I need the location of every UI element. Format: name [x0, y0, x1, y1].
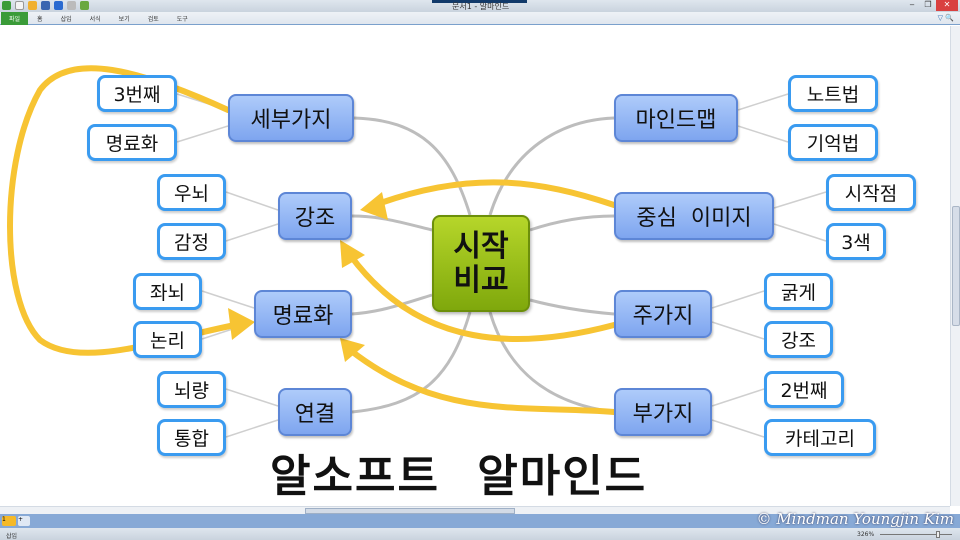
tab-review[interactable]: 검토: [147, 15, 159, 23]
main-topic[interactable]: 주가지: [614, 290, 712, 338]
connector: [529, 214, 615, 232]
arrow-path: [347, 347, 617, 415]
close-button[interactable]: ✕: [936, 0, 958, 11]
status-bar: 삽입 326%: [0, 528, 960, 540]
arrow-path: [347, 252, 617, 343]
main-topic[interactable]: 세부가지: [228, 94, 354, 142]
connector: [351, 293, 433, 316]
tab-format[interactable]: 서식: [89, 15, 101, 23]
tab-view[interactable]: 보기: [118, 15, 130, 23]
app-icon: [2, 1, 11, 10]
horizontal-scrollbar[interactable]: [0, 506, 950, 514]
main-topic[interactable]: 부가지: [614, 388, 712, 436]
title-highlight: [432, 0, 527, 3]
title-bar: 문서1 - 알마인드 ‒ ❐ ✕: [0, 0, 960, 12]
undo-icon[interactable]: [54, 1, 63, 10]
scroll-thumb[interactable]: [952, 206, 960, 326]
tab-file[interactable]: 파일: [1, 11, 29, 25]
restore-button[interactable]: ❐: [924, 0, 932, 9]
sheet-tabs: 1 +: [0, 514, 960, 528]
subtopic[interactable]: 카테고리: [764, 419, 876, 456]
subtopic[interactable]: 강조: [764, 321, 833, 358]
subtopic[interactable]: 통합: [157, 419, 226, 456]
minimize-button[interactable]: ‒: [909, 0, 915, 9]
map-title-text: 알소프트 알마인드: [270, 451, 648, 502]
subtopic[interactable]: 시작점: [826, 174, 916, 211]
scroll-thumb[interactable]: [305, 508, 515, 514]
vertical-scrollbar[interactable]: [950, 26, 960, 506]
subtopic[interactable]: 뇌량: [157, 371, 226, 408]
arrow-path: [7, 65, 238, 356]
arrow-path: [372, 179, 617, 208]
save-icon[interactable]: [41, 1, 50, 10]
subtopic[interactable]: 굵게: [764, 273, 833, 310]
subtopic[interactable]: 기억법: [788, 124, 878, 161]
tab-home[interactable]: 홈: [37, 15, 43, 23]
connector: [351, 214, 433, 232]
subtopic[interactable]: 우뇌: [157, 174, 226, 211]
main-topic[interactable]: 중심 이미지: [614, 192, 774, 240]
arrowhead: [340, 240, 365, 268]
main-topic[interactable]: 명료화: [254, 290, 352, 338]
connector: [488, 116, 615, 216]
connectors: [7, 65, 827, 438]
search-icon[interactable]: ▽ 🔍: [937, 14, 954, 22]
subtopic[interactable]: 명료화: [87, 124, 177, 161]
add-sheet-icon[interactable]: +: [18, 516, 30, 526]
new-icon[interactable]: [15, 1, 24, 10]
arrowhead: [340, 338, 365, 362]
subtopic[interactable]: 좌뇌: [133, 273, 202, 310]
zoom-handle[interactable]: [936, 531, 940, 538]
subtopic[interactable]: 노트법: [788, 75, 878, 112]
ribbon-tabs: 파일 홈 삽입 서식 보기 검토 도구 ▽ 🔍: [0, 11, 960, 25]
open-icon[interactable]: [28, 1, 37, 10]
watermark: © Mindman Youngjin Kim: [756, 510, 954, 528]
connector: [353, 116, 472, 216]
redo-icon[interactable]: [67, 1, 76, 10]
connector: [529, 298, 615, 316]
subtopic[interactable]: 3색: [826, 223, 886, 260]
arrowhead: [360, 192, 388, 220]
input-mode: 삽입: [6, 533, 18, 540]
central-topic[interactable]: 시작 비교: [432, 215, 530, 312]
window-title: 문서1 - 알마인드: [452, 2, 510, 11]
quick-access-toolbar: [2, 1, 89, 10]
subtopic[interactable]: 3번째: [97, 75, 177, 112]
zoom-level: 326%: [857, 531, 875, 538]
zoom-slider[interactable]: [880, 531, 952, 538]
main-topic[interactable]: 마인드맵: [614, 94, 738, 142]
arrowhead: [228, 308, 255, 340]
sheet-tab[interactable]: 1: [2, 516, 16, 526]
tab-tools[interactable]: 도구: [176, 15, 188, 23]
main-topic[interactable]: 연결: [278, 388, 352, 436]
main-topic[interactable]: 강조: [278, 192, 352, 240]
subtopic[interactable]: 2번째: [764, 371, 844, 408]
subtopic[interactable]: 감정: [157, 223, 226, 260]
subtopic[interactable]: 논리: [133, 321, 202, 358]
tab-insert[interactable]: 삽입: [60, 15, 72, 23]
customize-icon[interactable]: [80, 1, 89, 10]
